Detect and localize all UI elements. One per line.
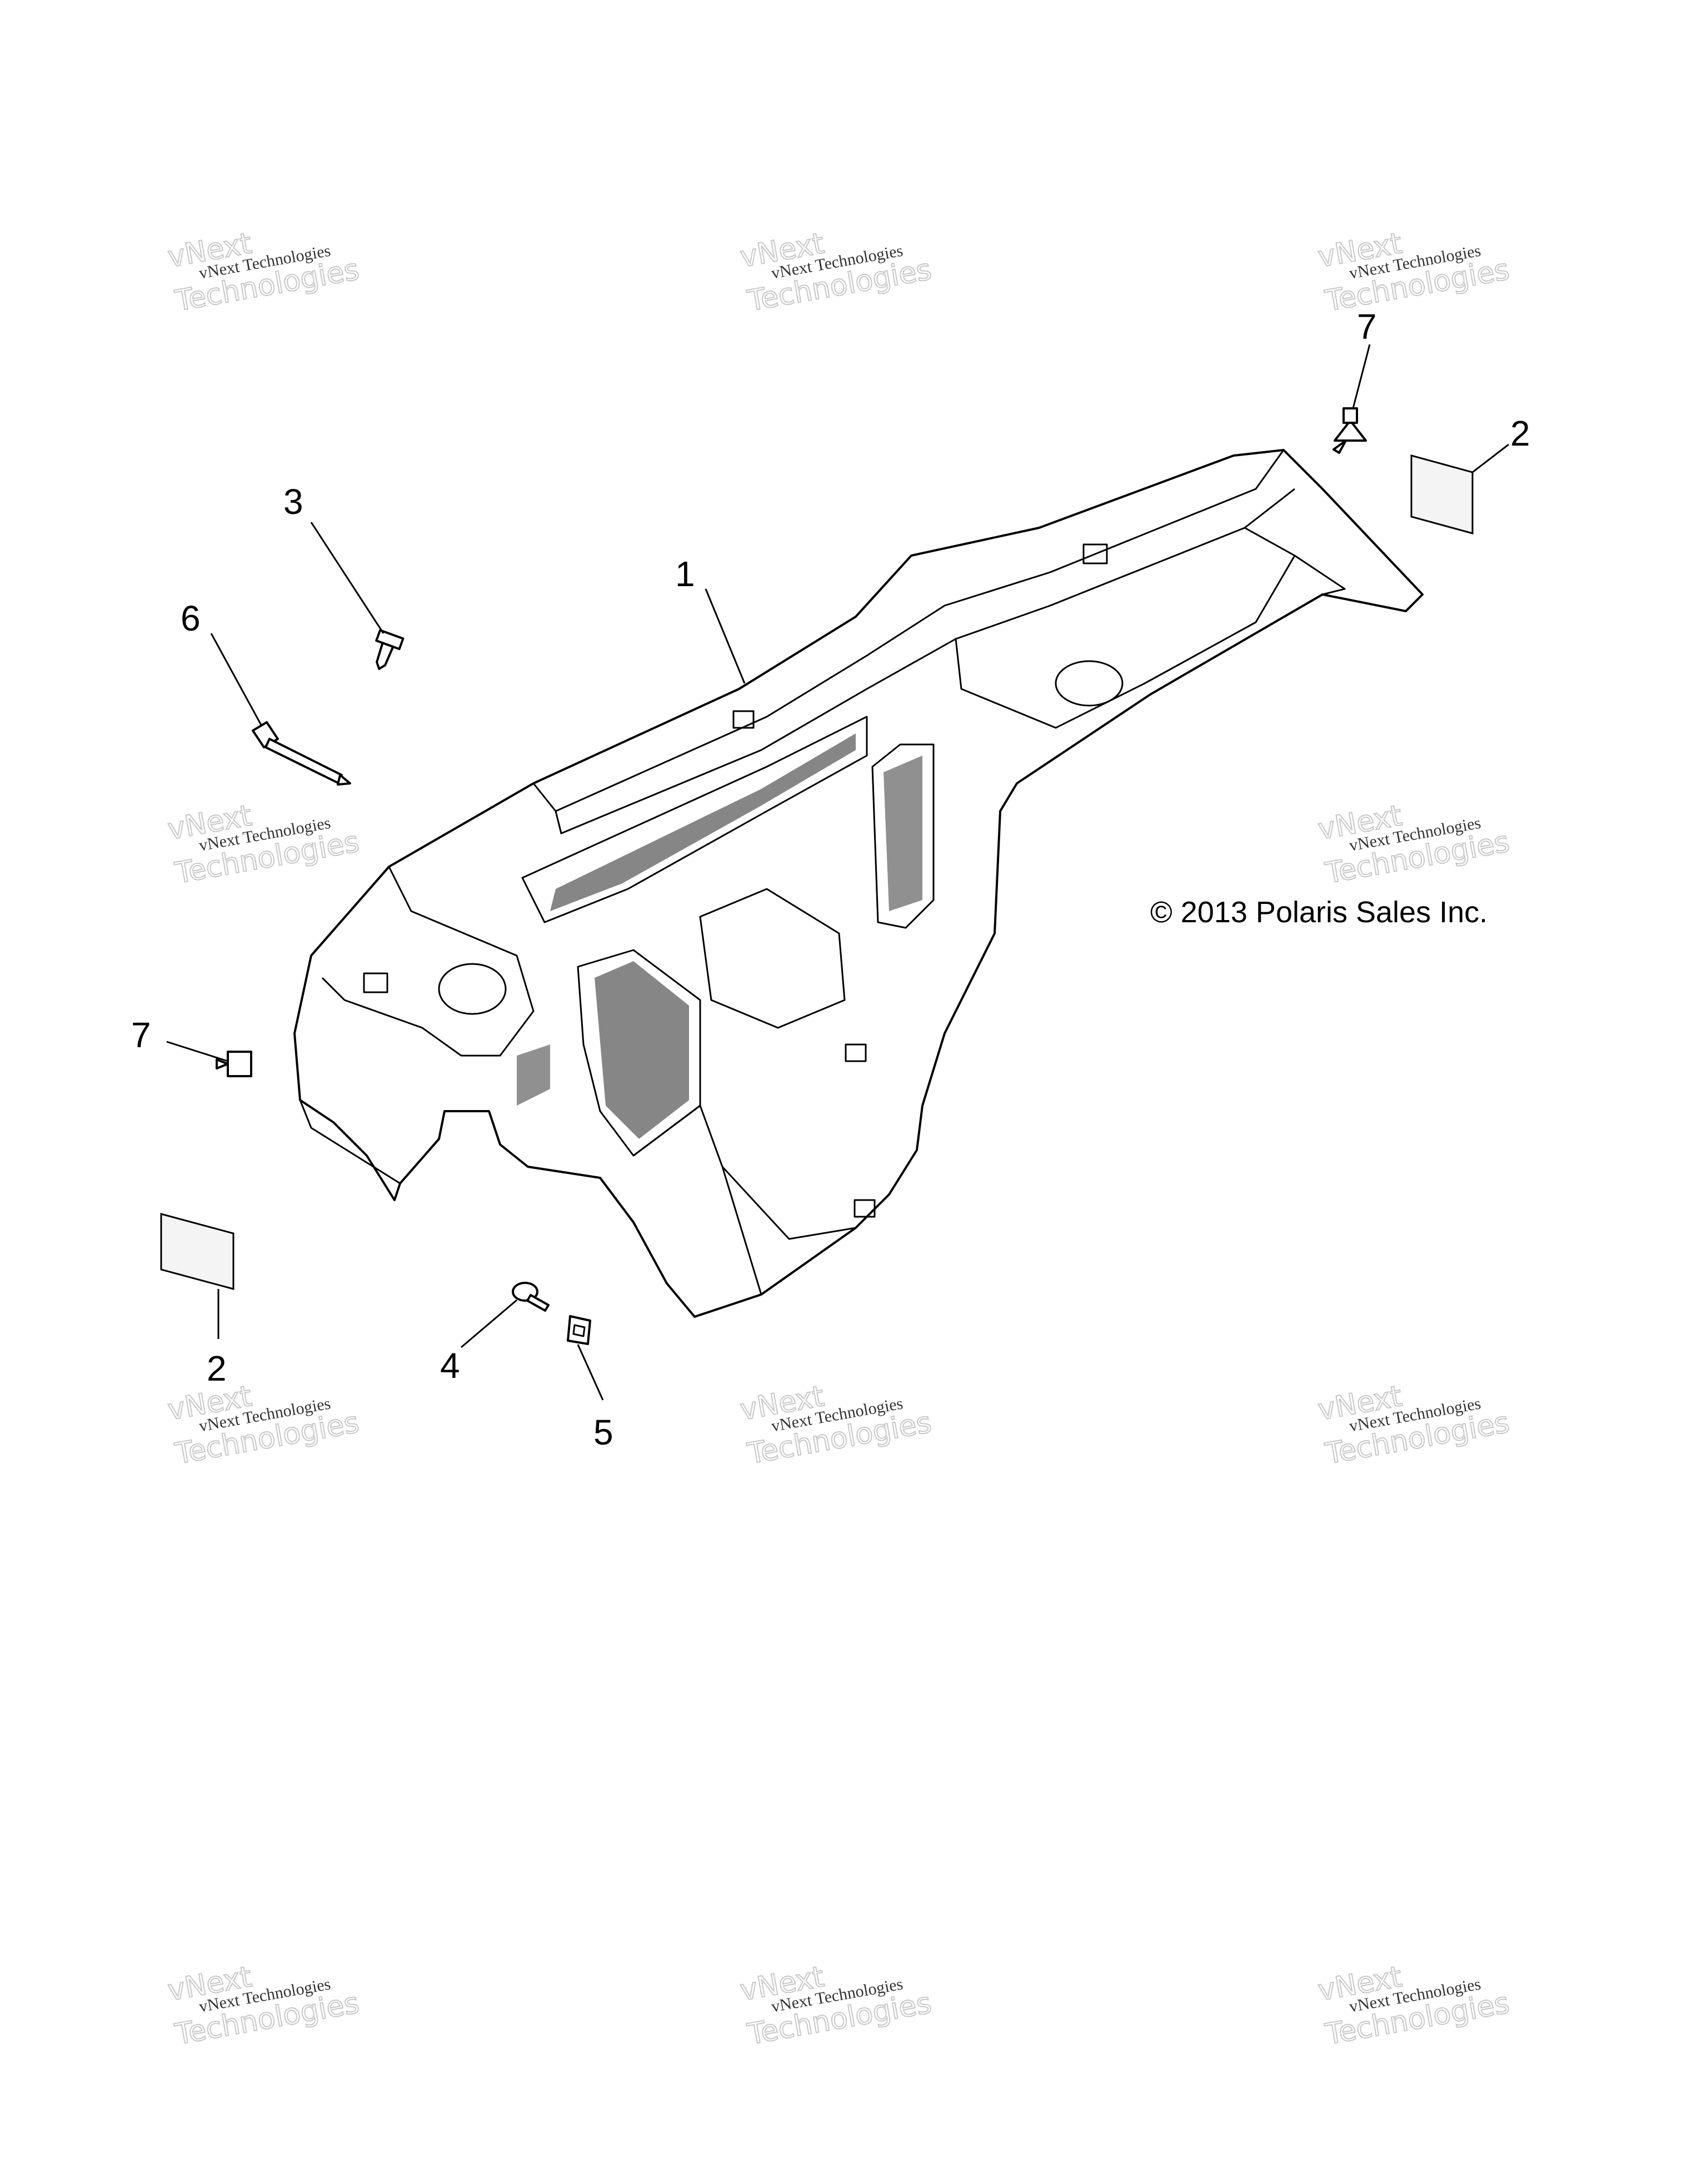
fascia-right-wing-lower — [1294, 554, 1346, 596]
fascia-chin-line — [721, 1166, 856, 1240]
fascia-left-flap — [299, 1100, 401, 1185]
fascia-upper-grille-mesh — [550, 733, 856, 911]
leader-3 — [310, 522, 385, 634]
leader-2-right — [1472, 443, 1509, 473]
boss-lower-right — [854, 1199, 876, 1218]
callout-1: 1 — [675, 554, 695, 594]
watermark: vNext vNext Technologies Technologies — [737, 1379, 935, 1471]
watermark: vNext vNext Technologies Technologies — [1315, 1379, 1513, 1471]
boss-right — [845, 1043, 867, 1062]
watermark: vNext vNext Technologies Technologies — [165, 1379, 362, 1471]
fascia-center-duct — [699, 888, 846, 1029]
bolt-item-6 — [252, 721, 351, 786]
fastener-item-3 — [375, 629, 405, 670]
watermark: vNext vNext Technologies Technologies — [737, 226, 935, 318]
leader-lines — [166, 344, 1509, 1401]
front-fascia-part — [293, 449, 1424, 1318]
fascia-outline — [293, 449, 1424, 1318]
fascia-right-vent-slats — [884, 756, 922, 911]
fascia-left-vent — [517, 1044, 550, 1106]
callouts: 1 2 2 3 4 5 6 7 7 — [131, 307, 1530, 1452]
leader-4 — [461, 1299, 517, 1348]
callout-2-left: 2 — [207, 1348, 227, 1388]
left-mount-hole — [438, 963, 507, 1015]
screw-item-4 — [512, 1282, 550, 1312]
watermark: vNext vNext Technologies Technologies — [165, 226, 362, 318]
right-mount-hole — [1055, 660, 1124, 707]
fascia-top-rail-inner — [555, 488, 1295, 834]
leader-7-left — [166, 1041, 228, 1062]
boss-center — [732, 710, 755, 729]
watermark: vNext vNext Technologies Technologies — [1315, 798, 1513, 891]
fascia-left-side — [321, 866, 535, 1057]
callout-7-top: 7 — [1357, 307, 1377, 347]
copyright-notice: © 2013 Polaris Sales Inc. — [1150, 896, 1488, 929]
callout-3: 3 — [283, 482, 303, 522]
callout-6: 6 — [181, 598, 201, 638]
watermark: vNext vNext Technologies Technologies — [165, 798, 362, 891]
watermark: vNext vNext Technologies Technologies — [165, 1960, 362, 2052]
boss-left — [363, 972, 388, 993]
fascia-right-vent-frame — [871, 743, 935, 929]
push-pin-item-7-left — [216, 1051, 252, 1077]
label-item-2-right — [1410, 454, 1474, 534]
leader-6 — [210, 633, 262, 726]
boss-top-right — [1082, 543, 1108, 564]
callout-2-right: 2 — [1510, 413, 1530, 453]
small-parts — [160, 407, 1474, 1345]
fascia-lower-grille-mesh — [595, 961, 689, 1139]
watermark: vNext vNext Technologies Technologies — [737, 1960, 935, 2052]
fascia-top-rail — [532, 449, 1285, 812]
watermark: vNext vNext Technologies Technologies — [1315, 226, 1513, 318]
callout-4: 4 — [440, 1346, 460, 1386]
callout-5: 5 — [593, 1412, 613, 1452]
label-item-2-left — [160, 1213, 234, 1290]
leader-1 — [705, 588, 746, 684]
watermark: vNext vNext Technologies Technologies — [1315, 1960, 1513, 2052]
leader-7-top — [1352, 344, 1371, 409]
clip-item-5 — [567, 1315, 591, 1345]
push-pin-item-7-top — [1332, 407, 1367, 454]
fascia-chin — [633, 1105, 762, 1295]
fascia-upper-grille-frame — [521, 716, 868, 923]
callout-7-left: 7 — [131, 1015, 151, 1055]
leader-5 — [577, 1344, 604, 1401]
